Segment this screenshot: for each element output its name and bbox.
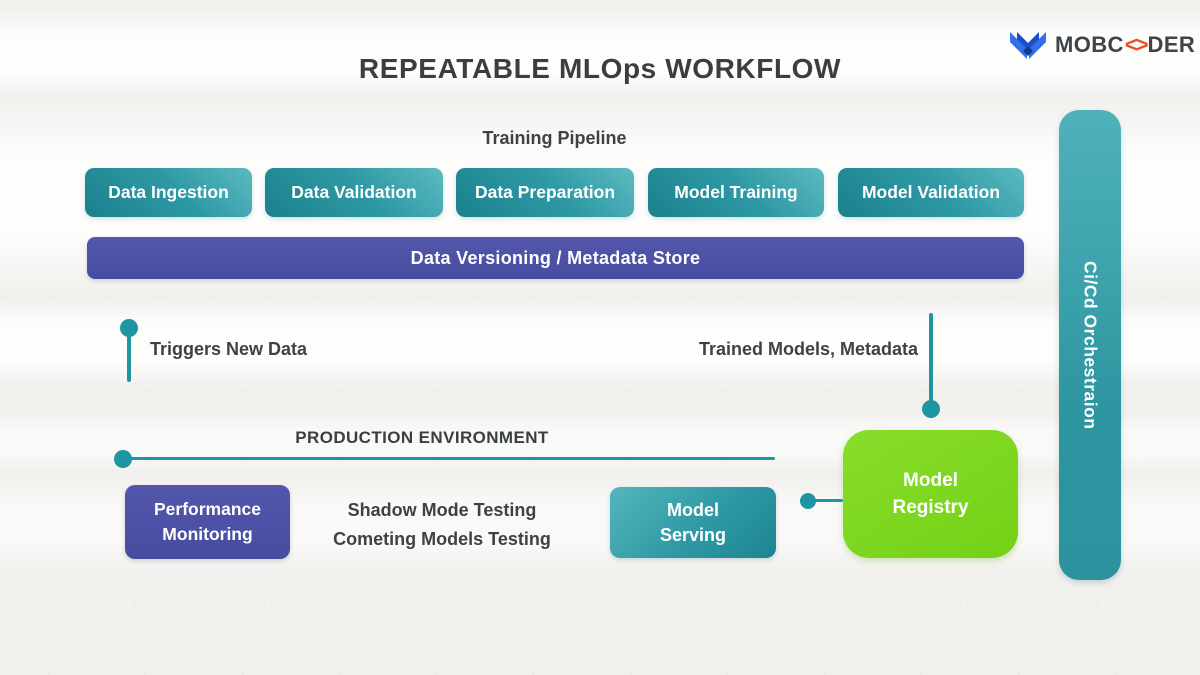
triggers-connector-dot <box>120 319 138 337</box>
performance-monitoring-box: Performance Monitoring <box>125 485 290 559</box>
model-serving-box: Model Serving <box>610 487 776 558</box>
logo-text-left: MOBC <box>1055 32 1124 57</box>
stage-box-data-validation: Data Validation <box>265 168 443 217</box>
stage-box-model-training: Model Training <box>648 168 824 217</box>
production-divider-line <box>129 457 775 460</box>
mobcoder-m-icon <box>1008 28 1048 62</box>
trained-models-connector-line <box>929 313 933 402</box>
logo-text-right: DER <box>1147 32 1196 57</box>
triggers-connector-line <box>127 333 131 382</box>
training-pipeline-label: Training Pipeline <box>482 128 627 148</box>
cicd-orchestration-label: Ci/Cd Orchestraion <box>1080 260 1101 430</box>
registry-connector-line <box>813 499 843 502</box>
page-title: REPEATABLE MLOps WORKFLOW <box>358 53 842 84</box>
mobcoder-logo-text: MOBC <> DER <box>1055 32 1195 58</box>
trained-models-label: Trained Models, Metadata <box>698 339 918 359</box>
model-registry-box: Model Registry <box>843 430 1018 558</box>
production-environment-label: PRODUCTION ENVIRONMENT <box>295 428 549 447</box>
stage-box-data-preparation: Data Preparation <box>456 168 634 217</box>
cicd-orchestration-bar: Ci/Cd Orchestraion <box>1059 110 1121 580</box>
mobcoder-logo: MOBC <> DER <box>1008 28 1195 62</box>
registry-connector-dot <box>800 493 816 509</box>
shadow-mode-testing-line: Shadow Mode Testing <box>347 500 537 520</box>
testing-text: Shadow Mode Testing Cometing Models Test… <box>292 496 592 554</box>
trained-models-connector-dot <box>922 400 940 418</box>
production-divider-dot <box>114 450 132 468</box>
metadata-store-bar: Data Versioning / Metadata Store <box>87 237 1024 279</box>
stage-box-model-validation: Model Validation <box>838 168 1024 217</box>
competing-models-testing-line: Cometing Models Testing <box>333 529 551 549</box>
triggers-new-data-label: Triggers New Data <box>150 339 308 359</box>
stage-box-data-ingestion: Data Ingestion <box>85 168 252 217</box>
logo-angle-brackets-icon: <> <box>1124 32 1149 57</box>
